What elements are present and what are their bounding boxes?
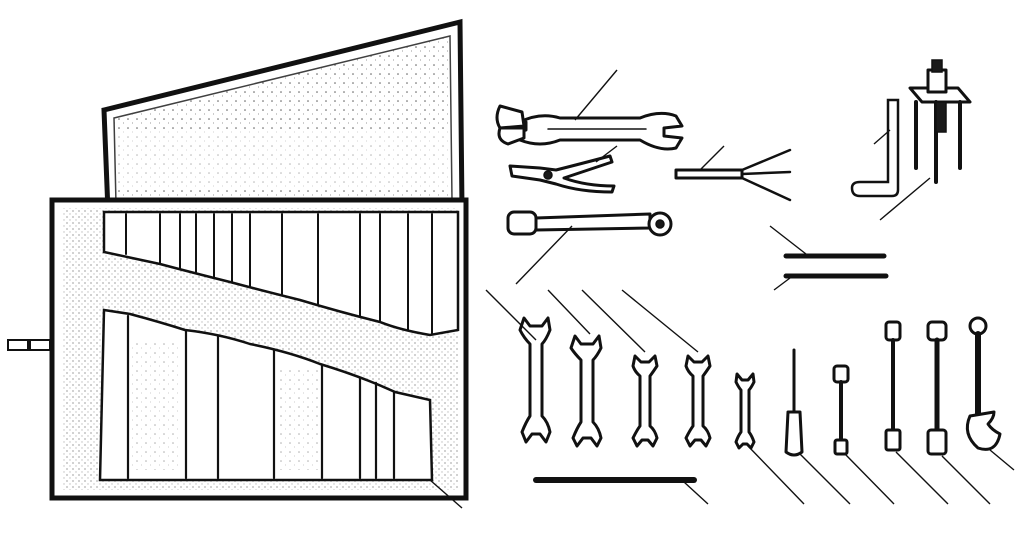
feeler-gauge (674, 145, 792, 202)
leader-line (429, 479, 463, 509)
leader-line (581, 289, 646, 353)
pouch-upper-pockets (102, 210, 460, 337)
leader-line (941, 455, 991, 505)
leader-line (683, 481, 709, 505)
tool-roll-pouch (7, 18, 469, 509)
tommy-bars (769, 225, 889, 291)
leader-line (799, 453, 851, 505)
pliers (508, 145, 618, 194)
long-bar (533, 477, 709, 505)
tube-spanner (884, 320, 902, 452)
c-spanner (965, 316, 1015, 471)
leader-line (574, 69, 618, 121)
wheel-puller (879, 59, 972, 221)
pouch-body (7, 197, 469, 501)
leader-line (769, 225, 807, 255)
tube-spanner (832, 364, 850, 456)
pouch-tie-strap (7, 339, 51, 351)
tube-spanner (926, 320, 948, 456)
open-end-wrench (631, 354, 659, 448)
open-end-wrench (518, 316, 552, 444)
leader-line (699, 145, 725, 171)
hex-key (850, 98, 900, 198)
leader-line (595, 145, 618, 163)
leader-line (773, 277, 791, 291)
tube-spanners (832, 320, 991, 505)
leader-line (844, 453, 895, 505)
open-end-wrench (569, 334, 603, 448)
leader-line (895, 451, 949, 505)
double-open-end-wrench-large (495, 69, 684, 151)
open-end-wrench (684, 354, 712, 448)
screwdriver (784, 348, 851, 505)
leader-line (485, 289, 537, 341)
leader-line (873, 129, 891, 145)
open-end-wrenches (485, 289, 805, 505)
leader-line (989, 449, 1015, 471)
leader-line (747, 445, 805, 505)
open-end-wrench (734, 372, 756, 450)
pouch-flap (101, 18, 465, 215)
leader-line (547, 289, 591, 335)
leader-line (515, 225, 573, 285)
pouch-lower-pockets (98, 308, 434, 482)
leader-line (879, 177, 931, 221)
leader-line (621, 289, 699, 353)
box-spanner (506, 210, 673, 285)
